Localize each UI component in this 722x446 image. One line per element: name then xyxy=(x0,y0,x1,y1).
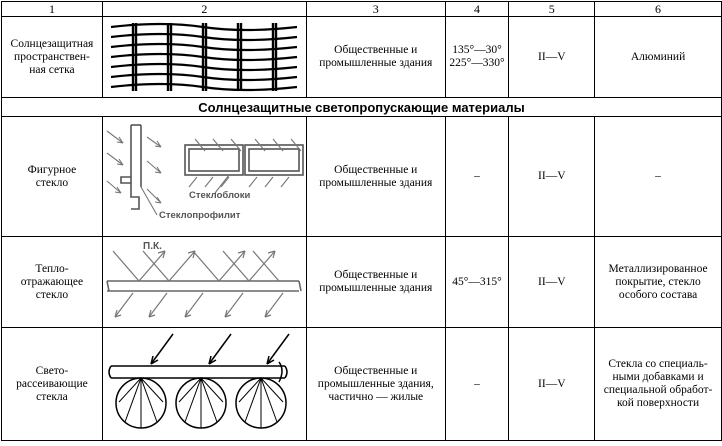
row-material: – xyxy=(594,116,722,237)
header-col-3: 3 xyxy=(305,1,446,17)
row-name: Тепло- отражающее стекло xyxy=(1,236,103,328)
header-col-6: 6 xyxy=(594,1,722,17)
row-zones: II—V xyxy=(508,16,596,98)
header-col-2: 2 xyxy=(101,1,307,17)
row-name: Солнцезащитная пространствен- ная сетка xyxy=(1,16,103,98)
diffusing-glass-illustration xyxy=(108,333,290,429)
row-angles: – xyxy=(444,116,510,237)
section-row: Солнцезащитные светопропускающие материа… xyxy=(1,97,722,117)
row-usage: Общественные и промышленные здания xyxy=(305,236,446,328)
row-usage: Общественные и промышленные здания xyxy=(305,16,446,98)
label-pk: П.К. xyxy=(143,241,162,252)
figured-glass-illustration-cell: Стеклоблоки Стеклопрофилит xyxy=(101,116,307,237)
spatial-grid-illustration xyxy=(110,22,298,92)
row-name: Свето- рассеивающие стекла xyxy=(1,327,103,441)
heat-reflecting-illustration-cell: П.К. xyxy=(101,236,307,328)
figured-glass-illustration: Стеклоблоки Стеклопрофилит xyxy=(106,124,304,221)
row-name: Фигурное стекло xyxy=(1,116,103,237)
diffusing-glass-illustration-cell xyxy=(101,327,307,441)
row-angles: – xyxy=(444,327,510,441)
row-angles: 135°—30° 225°—330° xyxy=(444,16,510,98)
row-material: Стекла со специаль- ными добавками и спе… xyxy=(594,327,722,441)
row-angles: 45°—315° xyxy=(444,236,510,328)
header-col-1: 1 xyxy=(1,1,103,17)
table-row: Свето- рассеивающие стекла xyxy=(1,327,722,441)
row-usage: Общественные и промышленные здания xyxy=(305,116,446,237)
label-glass-profile: Стеклопрофилит xyxy=(159,210,241,221)
table-row: Фигурное стекло xyxy=(1,116,722,237)
row-zones: II—V xyxy=(508,116,596,237)
label-glass-blocks: Стеклоблоки xyxy=(189,190,250,201)
row-zones: II—V xyxy=(508,236,596,328)
row-material: Металлизированное покрытие, стекло особо… xyxy=(594,236,722,328)
heat-reflecting-illustration: П.К. xyxy=(106,241,302,318)
header-col-5: 5 xyxy=(508,1,596,17)
section-title: Солнцезащитные светопропускающие материа… xyxy=(1,97,722,117)
header-row: 1 2 3 4 5 6 xyxy=(1,1,722,17)
row-material: Алюминий xyxy=(594,16,722,98)
header-col-4: 4 xyxy=(444,1,510,17)
table-row: Тепло- отражающее стекло П.К. xyxy=(1,236,722,328)
row-usage: Общественные и промышленные здания, част… xyxy=(305,327,446,441)
grid-illustration-cell xyxy=(101,16,307,98)
row-zones: II—V xyxy=(508,327,596,441)
table-row: Солнцезащитная пространствен- ная сетка xyxy=(1,16,722,98)
